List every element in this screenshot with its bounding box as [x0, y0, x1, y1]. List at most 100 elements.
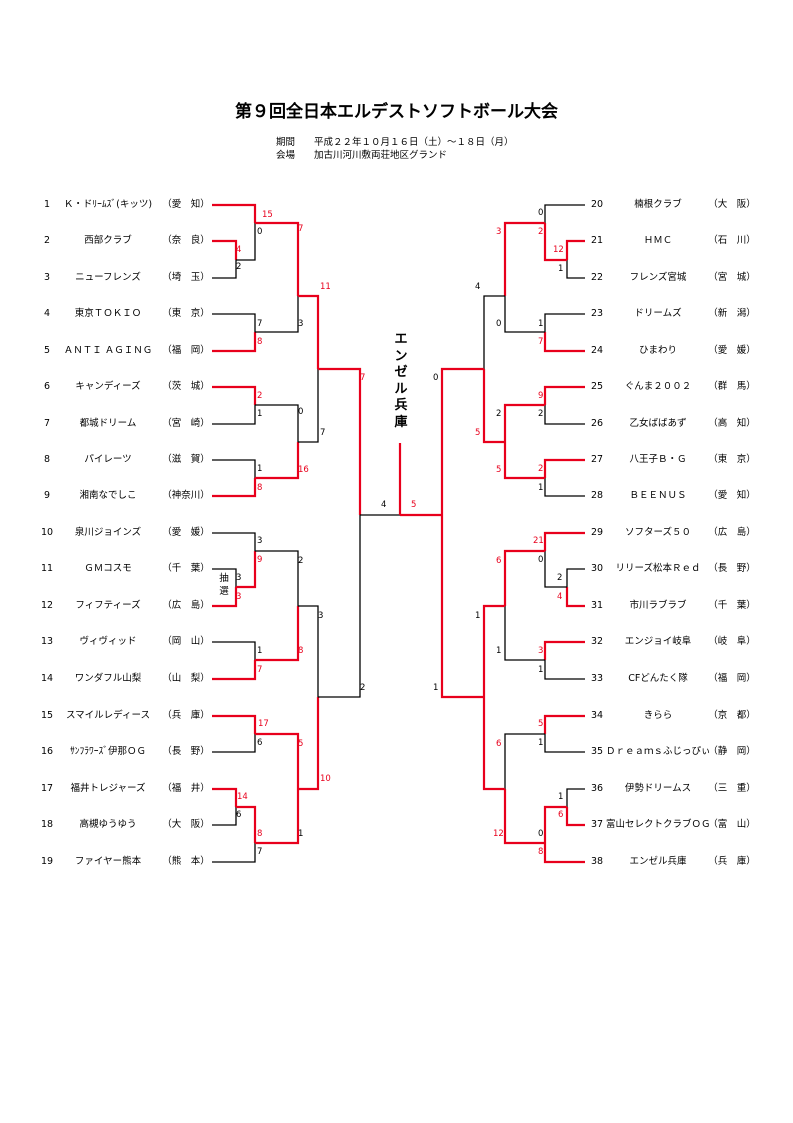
game-score: 21: [533, 536, 544, 546]
bracket-line: [318, 515, 361, 698]
team-name: 伊勢ドリームス: [624, 783, 692, 794]
winner-line: [255, 732, 300, 789]
game-score: 4: [236, 245, 242, 255]
bracket-line: [212, 568, 237, 587]
game-score: 1: [433, 683, 439, 693]
game-score: 6: [236, 810, 242, 820]
game-score: 12: [553, 245, 564, 255]
team-prefecture: （福 岡）: [162, 345, 210, 356]
winner-line: [565, 807, 585, 827]
winner-line: [212, 714, 257, 734]
team-prefecture: （千 葉）: [162, 563, 210, 574]
team-prefecture: （愛 知）: [708, 490, 756, 501]
team-number: 11: [40, 563, 54, 574]
team-number: 9: [43, 490, 51, 501]
game-score: 1: [496, 646, 502, 656]
team-prefecture: （奈 良）: [162, 235, 210, 246]
venue-value: 加古川河川敷両荘地区グランド: [314, 150, 448, 161]
game-score: 3: [298, 319, 304, 329]
winner-line: [212, 385, 257, 405]
bracket-line: [504, 733, 545, 789]
winner-line: [503, 549, 545, 606]
game-score: 1: [257, 646, 263, 656]
bracket-line: [255, 550, 299, 606]
team-prefecture: （兵 庫）: [708, 856, 756, 867]
team-prefecture: （広 島）: [162, 600, 210, 611]
winner-line: [255, 442, 300, 480]
champion-char: 庫: [394, 414, 408, 430]
winner-line: [236, 805, 257, 843]
game-score: 3: [318, 611, 324, 621]
game-score: 3: [538, 646, 544, 656]
team-prefecture: （新 潟）: [708, 308, 756, 319]
lottery-char: 選: [219, 586, 229, 597]
game-score: 0: [257, 227, 263, 237]
game-score: 1: [298, 829, 304, 839]
game-score: 1: [538, 738, 544, 748]
game-score: 1: [475, 611, 481, 621]
winner-line: [298, 697, 320, 791]
team-name: ドリームズ: [634, 308, 682, 319]
winner-line: [212, 478, 257, 498]
team-prefecture: （東 京）: [708, 454, 756, 465]
team-name: 市川ラブラブ: [629, 600, 687, 611]
team-number: 14: [40, 673, 54, 684]
team-number: 8: [43, 454, 51, 465]
bracket-line: [212, 807, 237, 826]
winner-line: [482, 369, 505, 444]
game-score: 15: [262, 210, 273, 220]
bracket-line: [566, 788, 585, 807]
champion-char: ン: [394, 348, 408, 364]
winner-line: [543, 223, 567, 262]
team-prefecture: （愛 媛）: [708, 345, 756, 356]
bracket-line: [504, 296, 545, 333]
team-name: 都城ドリーム: [79, 418, 137, 429]
team-number: 10: [40, 527, 54, 538]
game-score: 7: [298, 224, 304, 234]
bracket-line: [212, 532, 256, 551]
winner-line: [543, 458, 585, 478]
winner-line: [482, 604, 505, 697]
period-value: 平成２２年１０月１６日（土）～１８日（月）: [314, 137, 514, 148]
winner-line: [212, 239, 238, 260]
team-number: 20: [590, 199, 604, 210]
bracket-line: [544, 660, 585, 680]
team-number: 2: [43, 235, 51, 246]
team-number: 22: [590, 272, 604, 283]
game-score: 16: [298, 465, 309, 475]
winner-line: [503, 442, 545, 480]
game-score: 3: [236, 573, 242, 583]
team-number: 34: [590, 710, 604, 721]
game-score: 6: [558, 810, 564, 820]
team-number: 13: [40, 636, 54, 647]
team-prefecture: （熊 本）: [162, 856, 210, 867]
game-score: 17: [258, 719, 269, 729]
team-prefecture: （茨 城）: [162, 381, 210, 392]
team-prefecture: （大 阪）: [708, 199, 756, 210]
game-score: 1: [558, 264, 564, 274]
team-name: 楠根クラブ: [634, 199, 682, 210]
winner-line: [543, 640, 585, 660]
team-name: ニューフレンズ: [75, 272, 141, 283]
game-score: 9: [538, 391, 544, 401]
team-prefecture: （長 野）: [708, 563, 756, 574]
game-score: 0: [538, 555, 544, 565]
team-number: 26: [590, 418, 604, 429]
game-score: 0: [538, 208, 544, 218]
team-name: キャンディーズ: [75, 381, 141, 392]
game-score: 0: [433, 373, 439, 383]
team-name: きらら: [643, 710, 673, 721]
game-score: 7: [538, 337, 544, 347]
team-name: 西部クラブ: [84, 235, 132, 246]
game-score: 2: [496, 409, 502, 419]
team-name: パイレーツ: [84, 454, 132, 465]
team-prefecture: （東 京）: [162, 308, 210, 319]
team-name: 福井トレジャーズ: [70, 783, 146, 794]
winner-line: [318, 367, 362, 515]
game-score: 2: [236, 262, 242, 272]
game-score: 4: [475, 282, 481, 292]
team-name: エンゼル兵庫: [629, 856, 687, 867]
winner-line: [212, 587, 238, 608]
team-number: 7: [43, 418, 51, 429]
winner-line: [543, 531, 585, 551]
